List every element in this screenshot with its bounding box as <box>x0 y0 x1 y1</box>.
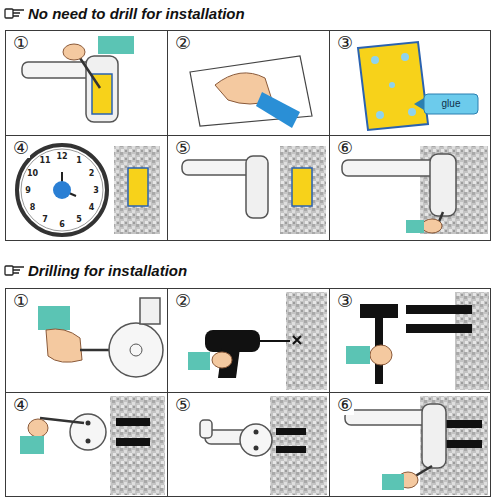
step-number: ③ <box>336 33 354 53</box>
step-number: ④ <box>12 395 30 415</box>
hand-wiping-wall <box>190 56 312 128</box>
step-panel: ⑤ <box>167 392 330 497</box>
step-panel: ⑤ <box>167 135 330 241</box>
step-number: ① <box>12 291 30 311</box>
step-number: ④ <box>12 138 30 158</box>
clock-number: 12 <box>56 152 67 161</box>
step-panel: ② <box>167 288 330 393</box>
bracket-with-glue <box>358 42 478 130</box>
clock-and-wall <box>17 145 160 235</box>
clock-number: 7 <box>42 215 48 224</box>
step-number: ① <box>12 33 30 53</box>
tube-label: glue <box>442 98 461 110</box>
mounted-bar-drilled <box>345 396 488 495</box>
step-panel: ⑥ <box>329 392 491 497</box>
clock-number: 3 <box>93 186 99 195</box>
step-panel: ③ <box>329 30 491 136</box>
clock-number: 9 <box>25 186 31 195</box>
step-panel: ② <box>167 30 330 136</box>
step-number: ⑥ <box>336 138 354 158</box>
screw-base-plate <box>38 298 163 377</box>
drill-into-wall <box>188 292 327 390</box>
step-panel: ③ <box>329 288 491 393</box>
step-panel: ⑥ <box>329 135 491 241</box>
clock-number: 1 <box>76 156 82 165</box>
step-number: ⑤ <box>174 138 192 158</box>
clock-number: 6 <box>59 220 65 229</box>
clock-number: 8 <box>30 203 36 212</box>
clock-number: 5 <box>76 215 82 224</box>
step-number: ② <box>174 33 192 53</box>
step-panel: ① <box>5 288 168 393</box>
clock-number: 10 <box>27 169 38 178</box>
step-number: ⑤ <box>174 395 192 415</box>
clock-number: 2 <box>89 169 95 178</box>
mounted-bar-tighten <box>342 146 488 234</box>
step-panel: ④ <box>5 392 168 497</box>
step-number: ② <box>174 291 192 311</box>
clock-number: 11 <box>39 156 50 165</box>
step-number: ⑥ <box>336 395 354 415</box>
hook-on-wall <box>200 396 327 495</box>
bar-bracket-screw <box>22 36 134 122</box>
section-heading: Drilling for installation <box>28 262 187 280</box>
clock-number: 4 <box>89 203 95 212</box>
step-panel: ① <box>5 30 168 136</box>
bar-and-wall-bracket <box>182 146 326 234</box>
screw-plate-to-wall <box>20 396 165 495</box>
hammer-anchors <box>346 292 489 390</box>
section-heading: No need to drill for installation <box>28 5 245 23</box>
step-number: ③ <box>336 291 354 311</box>
